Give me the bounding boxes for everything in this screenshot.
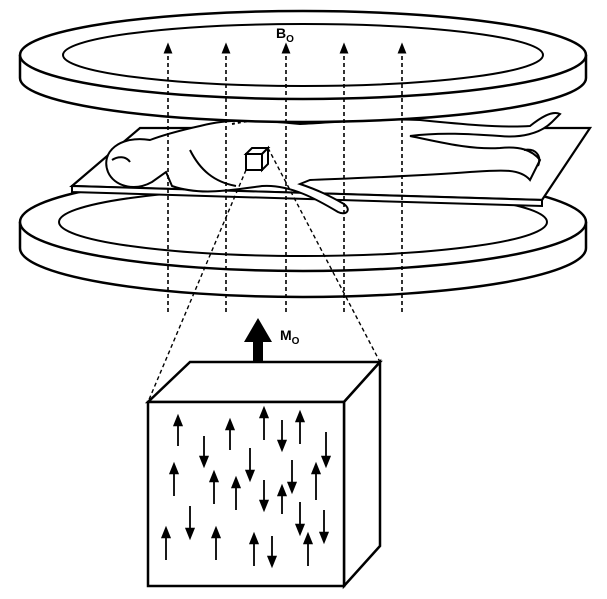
magnetization-label: MO (280, 327, 300, 347)
zoom-projection-lines (147, 147, 381, 403)
proton-spins (160, 405, 332, 569)
sample-voxel (243, 145, 271, 173)
upper-magnet-ring (18, 9, 588, 124)
field-label: BO (276, 25, 294, 45)
field-lines (163, 42, 407, 312)
net-magnetization-arrow (244, 318, 272, 378)
magnified-sample-cube (144, 358, 383, 590)
